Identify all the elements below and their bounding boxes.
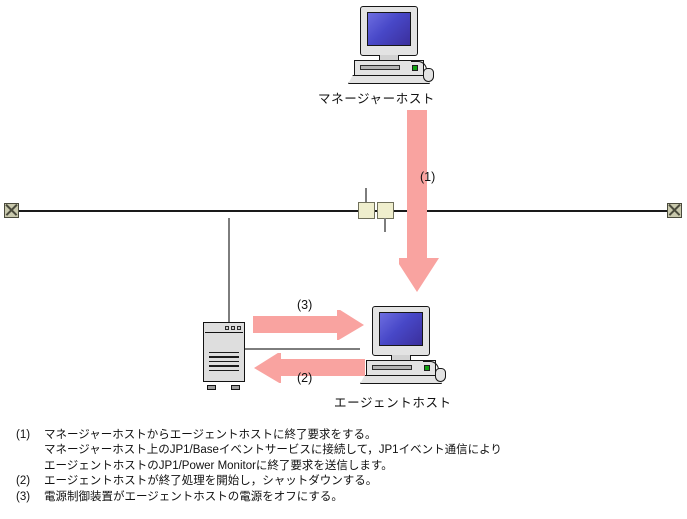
manager-host-computer-icon [348, 6, 442, 84]
tower-body [203, 322, 245, 382]
network-tap-agent-icon [377, 202, 394, 219]
flow-arrow-3-label: (3) [297, 298, 313, 312]
monitor-shell [372, 306, 430, 356]
network-tap-manager-icon [358, 202, 375, 219]
monitor-screen [379, 312, 423, 346]
flow-arrow-1-label: (1) [420, 170, 436, 184]
flow-arrow-2-label: (2) [297, 371, 313, 385]
caption-item: (2) エージェントホストが終了処理を開始し，シャットダウンする。 [8, 474, 668, 489]
caption-line: 電源制御装置がエージェントホストの電源をオフにする。 [44, 490, 343, 503]
caption-legend: (1) マネージャーホストからエージェントホストに終了要求をする。 マネージャー… [8, 428, 668, 505]
manager-drop-cable [365, 188, 367, 204]
caption-number: (3) [16, 490, 31, 503]
power-device-cable-horizontal [246, 348, 264, 350]
tower-indicator-lights-icon [225, 326, 241, 330]
caption-number: (2) [16, 475, 31, 488]
flow-arrow-2 [253, 353, 365, 383]
network-backbone-line [18, 210, 669, 212]
caption-line: マネージャーホストからエージェントホストに終了要求をする。 [44, 429, 377, 441]
caption-line: マネージャーホスト上のJP1/Baseイベントサービスに接続して，JP1イベント… [44, 444, 502, 457]
mouse-icon [423, 68, 434, 82]
caption-number: (1) [16, 429, 31, 441]
network-terminator-right-icon [667, 203, 682, 218]
agent-host-computer-icon [360, 306, 454, 384]
caption-text: 電源制御装置がエージェントホストの電源をオフにする。 [44, 490, 668, 505]
keyboard-icon [348, 75, 430, 84]
mouse-icon [435, 368, 446, 382]
monitor-screen [367, 12, 411, 46]
monitor-shell [360, 6, 418, 56]
tower-foot-left [207, 385, 216, 390]
tower-top-panel [205, 324, 243, 333]
power-control-device-icon [202, 322, 246, 390]
agent-host-label: エージェントホスト [334, 396, 452, 410]
caption-text: マネージャーホストからエージェントホストに終了要求をする。 マネージャーホスト上… [44, 428, 668, 474]
agent-drop-cable [384, 218, 386, 232]
caption-text: エージェントホストが終了処理を開始し，シャットダウンする。 [44, 474, 668, 489]
caption-line: エージェントホストが終了処理を開始し，シャットダウンする。 [44, 475, 378, 488]
agent-cable-horizontal [230, 348, 360, 350]
caption-item: (3) 電源制御装置がエージェントホストの電源をオフにする。 [8, 490, 668, 505]
caption-line: エージェントホストのJP1/Power Monitorに終了要求を送信します。 [44, 459, 393, 472]
flow-arrow-1 [399, 110, 443, 293]
flow-arrow-3 [253, 310, 365, 340]
network-terminator-left-icon [4, 203, 19, 218]
tower-foot-right [231, 385, 240, 390]
drive-slot-icon [360, 65, 400, 70]
drive-slot-icon [372, 365, 412, 370]
tower-vent-lines [209, 351, 239, 375]
manager-host-label: マネージャーホスト [318, 92, 436, 106]
power-device-cable-vertical [228, 218, 230, 322]
keyboard-icon [360, 375, 442, 384]
caption-item: (1) マネージャーホストからエージェントホストに終了要求をする。 マネージャー… [8, 428, 668, 474]
